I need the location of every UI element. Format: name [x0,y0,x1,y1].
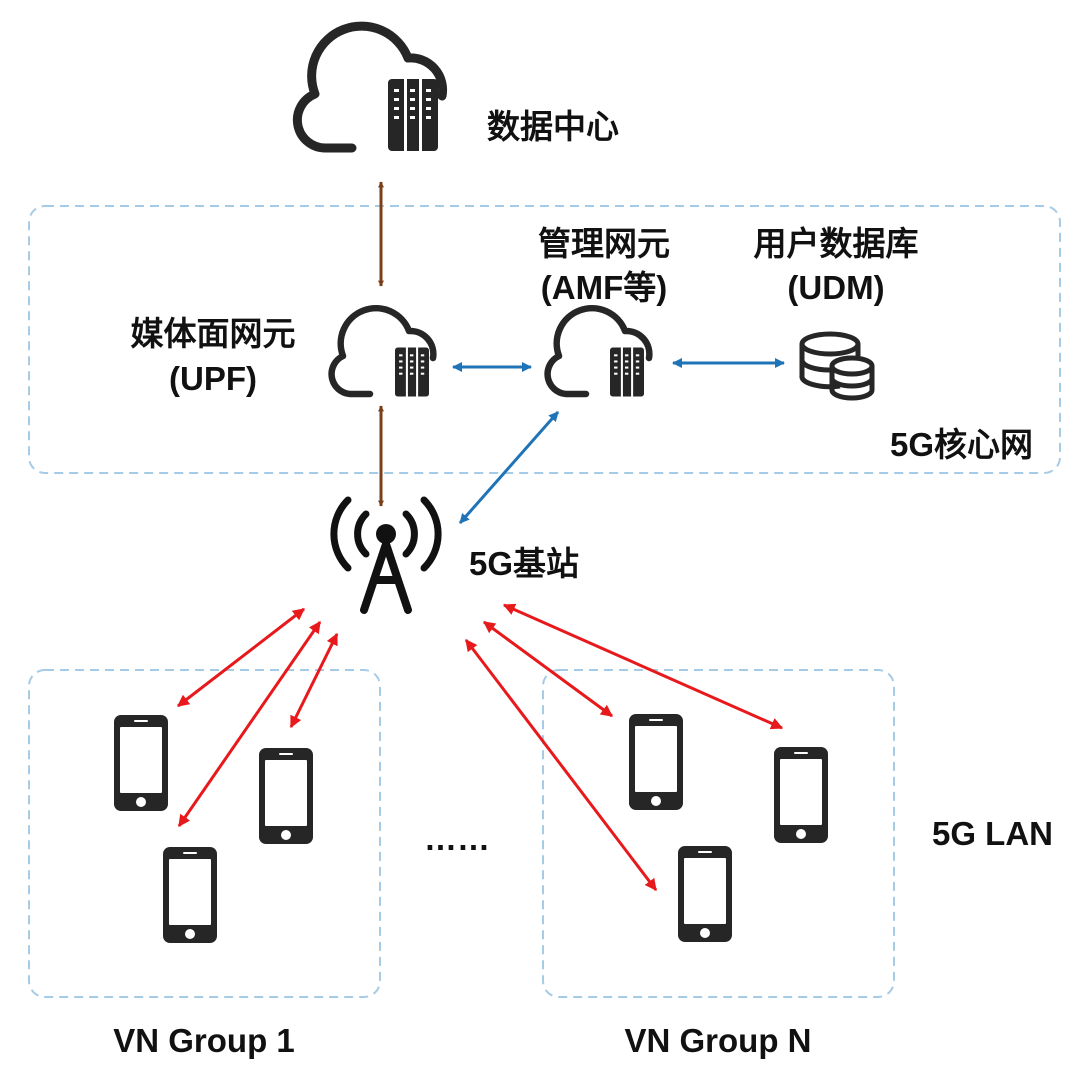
vn-group-1-label: VN Group 1 [113,1022,295,1059]
vn-group-n-boundary [542,669,895,998]
radio-link [177,607,305,708]
base-station-label: 5G基站 [469,545,579,582]
data-center-icon [292,21,448,153]
vn-group-n-label: VN Group N [625,1022,812,1059]
mgmt-nf-sublabel: (AMF等) [541,269,667,306]
udm-sublabel: (UDM) [787,269,884,306]
smartphone-icon [678,846,732,942]
smartphone-icon [114,715,168,811]
smartphone-icon [163,847,217,943]
upf-label: 媒体面网元 [131,315,296,352]
amf-cloud-server-icon [544,304,653,398]
smartphone-icon [629,714,683,810]
link-amf-basestation [458,411,560,524]
smartphone-icon [259,748,313,844]
smartphone-icon [774,747,828,843]
core-network-label: 5G核心网 [890,426,1033,463]
database-icon [799,331,875,401]
lan-label: 5G LAN [932,815,1053,852]
udm-label: 用户数据库 [754,225,919,262]
upf-cloud-server-icon [328,304,437,398]
upf-sublabel: (UPF) [169,360,257,397]
mgmt-nf-label: 管理网元 [538,225,670,262]
radio-link [289,632,339,729]
data-center-label: 数据中心 [487,108,619,145]
vn-group-1-boundary [28,669,381,998]
ellipsis-label: …… [424,820,490,857]
radio-link [464,639,658,891]
antenna-tower-icon [330,496,442,614]
core-network-boundary [28,205,1061,474]
